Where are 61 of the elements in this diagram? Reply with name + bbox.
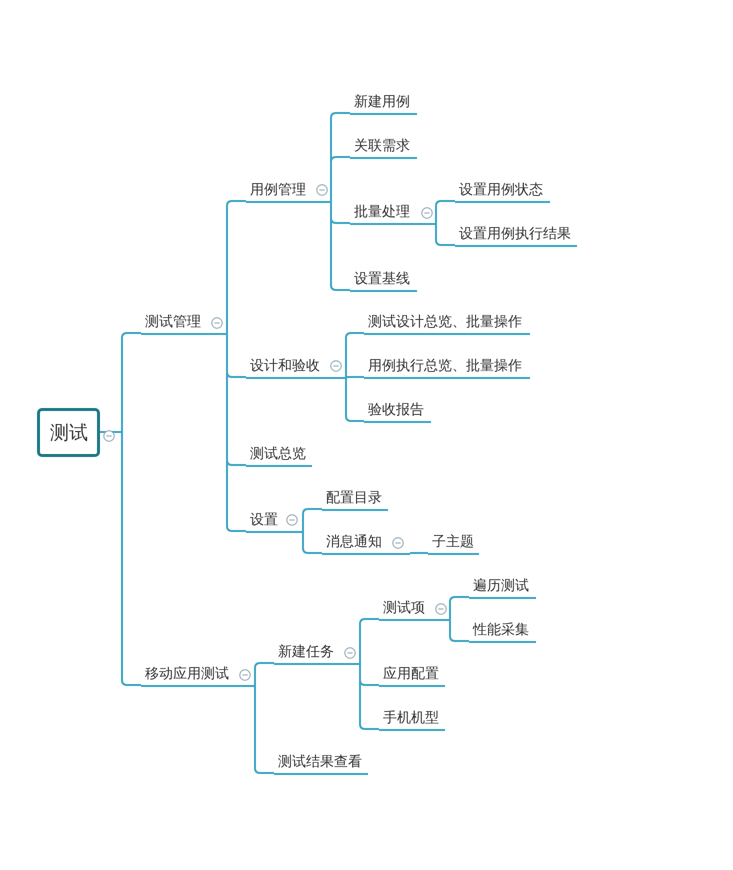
topic-text: 遍历测试 bbox=[473, 577, 529, 595]
connector-line bbox=[254, 662, 274, 685]
topic-text: 应用配置 bbox=[383, 665, 439, 683]
connector-line bbox=[359, 663, 379, 730]
topic-text: 配置目录 bbox=[326, 489, 382, 507]
underlined-topic bbox=[379, 665, 445, 687]
topic-text: 设置用例状态 bbox=[459, 181, 543, 199]
connector-line bbox=[359, 618, 379, 663]
connector-line bbox=[345, 332, 364, 377]
underlined-topic bbox=[469, 577, 536, 599]
topic-text: 测试总览 bbox=[250, 445, 306, 463]
topic-text: 移动应用测试 bbox=[145, 665, 229, 683]
connector-line bbox=[302, 508, 322, 531]
connector-line bbox=[330, 156, 350, 201]
underlined-topic bbox=[350, 270, 417, 292]
underlined-topic bbox=[246, 445, 312, 467]
underlined-topic bbox=[350, 93, 417, 115]
topic-text: 测试设计总览、批量操作 bbox=[368, 313, 522, 331]
underlined-topic bbox=[469, 621, 536, 643]
root-topic-box bbox=[37, 408, 100, 457]
topic-text: 测试 bbox=[50, 421, 88, 445]
topic-text: 设置用例执行结果 bbox=[459, 225, 571, 243]
underlined-topic bbox=[364, 401, 431, 423]
underlined-topic bbox=[322, 489, 388, 511]
topic-text: 测试结果查看 bbox=[278, 753, 362, 771]
underlined-topic bbox=[455, 181, 550, 203]
underlined-topic bbox=[350, 137, 417, 159]
topic-text: 关联需求 bbox=[354, 137, 410, 155]
connector-line bbox=[226, 333, 246, 532]
connector-line bbox=[449, 596, 469, 619]
underlined-topic bbox=[364, 357, 530, 379]
connector-line bbox=[346, 376, 364, 378]
topic-text: 用例管理 bbox=[250, 181, 306, 199]
underlined-topic bbox=[364, 313, 530, 335]
underlined-topic bbox=[455, 225, 577, 247]
topic-text: 新建任务 bbox=[278, 643, 334, 661]
topic-text: 设计和验收 bbox=[250, 357, 320, 375]
underlined-topic bbox=[428, 533, 479, 555]
connector-line bbox=[226, 200, 246, 333]
topic-text: 手机机型 bbox=[383, 709, 439, 727]
topic-text: 子主题 bbox=[432, 533, 474, 551]
topic-text: 设置基线 bbox=[354, 270, 410, 288]
topic-text: 验收报告 bbox=[368, 401, 424, 419]
topic-text: 测试管理 bbox=[145, 313, 201, 331]
connector-line bbox=[435, 200, 455, 223]
topic-text: 设置 bbox=[250, 511, 278, 529]
connector-line bbox=[449, 619, 469, 642]
topic-text: 消息通知 bbox=[326, 533, 382, 551]
underlined-topic bbox=[379, 709, 445, 731]
connector-line bbox=[345, 377, 364, 422]
connector-line bbox=[254, 685, 274, 774]
connector-line bbox=[435, 223, 455, 246]
topic-text: 用例执行总览、批量操作 bbox=[368, 357, 522, 375]
topic-text: 测试项 bbox=[383, 599, 425, 617]
topic-text: 性能采集 bbox=[473, 621, 529, 639]
topic-text: 新建用例 bbox=[354, 93, 410, 111]
underlined-topic bbox=[274, 753, 368, 775]
connector-line bbox=[410, 552, 428, 554]
connector-line bbox=[330, 201, 350, 291]
connector-line bbox=[302, 531, 322, 554]
topic-text: 批量处理 bbox=[354, 203, 410, 221]
